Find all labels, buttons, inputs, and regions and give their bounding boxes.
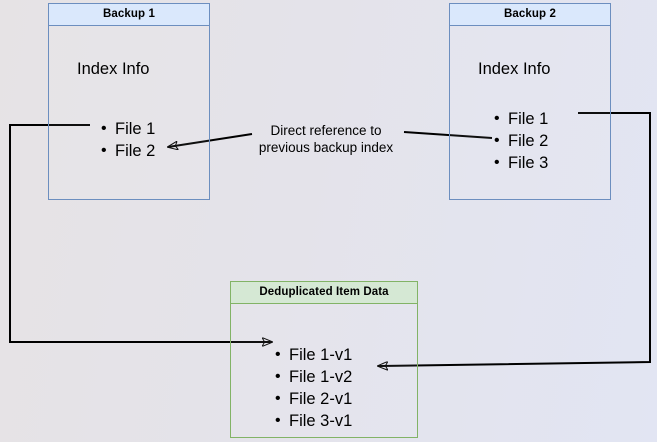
list-item: File 1-v1 xyxy=(275,344,352,366)
direct-reference-label-line-2: previous backup index xyxy=(258,140,394,155)
list-item: File 2-v1 xyxy=(275,388,352,410)
list-item: File 1 xyxy=(101,118,155,140)
list-item: File 3-v1 xyxy=(275,410,352,432)
backup-1-header: Backup 1 xyxy=(49,4,209,26)
backup-2-body: Index Info File 1 File 2 File 3 xyxy=(450,26,610,199)
backup-1-node[interactable]: Backup 1 Index Info File 1 File 2 xyxy=(48,3,210,200)
deduplicated-item-data-body: File 1-v1 File 1-v2 File 2-v1 File 3-v1 xyxy=(231,304,417,437)
connector-label-to-backup2 xyxy=(403,131,493,139)
backup-2-node[interactable]: Backup 2 Index Info File 1 File 2 File 3 xyxy=(449,3,611,200)
direct-reference-edge-label: Direct reference to previous backup inde… xyxy=(252,122,400,156)
backup-1-index-info-label: Index Info xyxy=(77,60,150,78)
backup-2-index-info-label: Index Info xyxy=(478,60,551,78)
backup-1-file-list: File 1 File 2 xyxy=(101,118,155,162)
connector-backup1-to-dedup xyxy=(9,124,272,342)
direct-reference-label-line-1: Direct reference to xyxy=(270,123,382,138)
backup-1-body: Index Info File 1 File 2 xyxy=(49,26,209,199)
list-item: File 3 xyxy=(494,152,548,174)
list-item: File 1 xyxy=(494,108,548,130)
backup-2-header: Backup 2 xyxy=(450,4,610,26)
backup-2-file-list: File 1 File 2 File 3 xyxy=(494,108,548,174)
deduplicated-file-list: File 1-v1 File 1-v2 File 2-v1 File 3-v1 xyxy=(275,344,352,432)
deduplicated-item-data-header: Deduplicated Item Data xyxy=(231,282,417,304)
list-item: File 1-v2 xyxy=(275,366,352,388)
list-item: File 2 xyxy=(101,140,155,162)
connector-label-to-backup1 xyxy=(168,133,253,147)
deduplicated-item-data-node[interactable]: Deduplicated Item Data File 1-v1 File 1-… xyxy=(230,281,418,438)
connector-backup2-to-dedup xyxy=(378,112,651,366)
list-item: File 2 xyxy=(494,130,548,152)
